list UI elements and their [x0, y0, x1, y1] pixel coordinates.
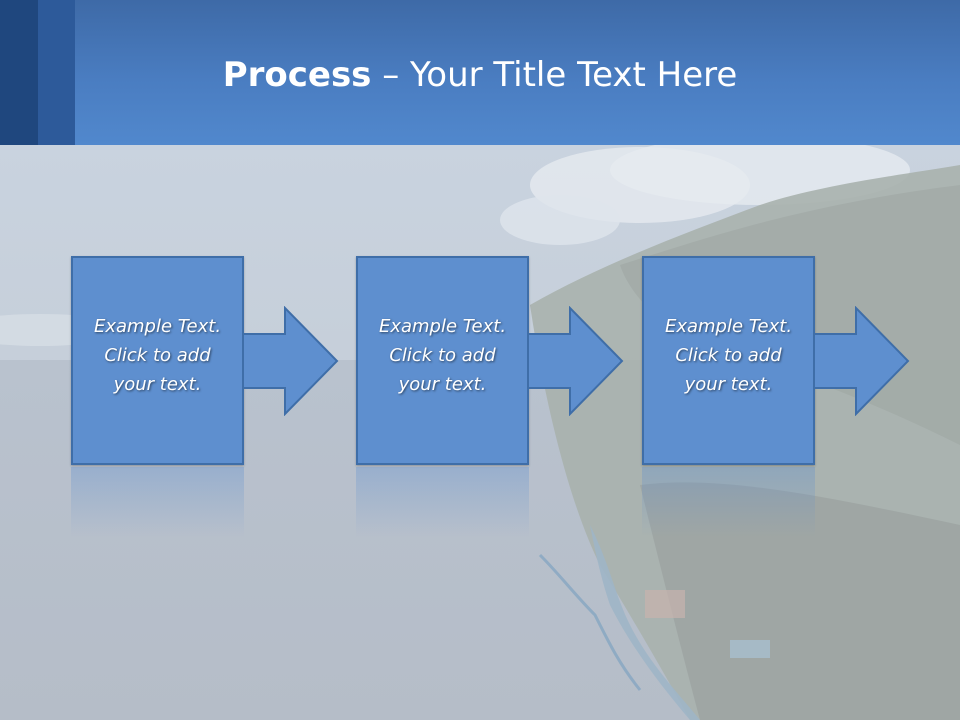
arrow-right-icon [243, 306, 339, 416]
step-text-line: Example Text. [93, 316, 222, 337]
arrow-right-icon [814, 306, 910, 416]
header-accent-bar [38, 0, 75, 145]
process-step-2-text: Example Text. Click to add your text. [358, 312, 527, 399]
arrow-right-icon [528, 306, 624, 416]
process-step-1[interactable]: Example Text. Click to add your text. [71, 256, 244, 465]
step-text-line: Click to add [104, 345, 211, 366]
step-text-line: Click to add [389, 345, 496, 366]
process-step-2-reflection [356, 467, 529, 537]
step-text-line: your text. [684, 374, 773, 395]
step-text-line: Click to add [675, 345, 782, 366]
process-step-3[interactable]: Example Text. Click to add your text. [642, 256, 815, 465]
step-text-line: Example Text. [378, 316, 507, 337]
header-accent-bar-dark [0, 0, 38, 145]
slide-title[interactable]: Process – Your Title Text Here [0, 52, 960, 98]
process-step-1-reflection [71, 467, 244, 537]
process-step-1-text: Example Text. Click to add your text. [73, 312, 242, 399]
step-text-line: your text. [398, 374, 487, 395]
process-step-3-reflection [642, 467, 815, 537]
step-text-line: your text. [113, 374, 202, 395]
process-step-2[interactable]: Example Text. Click to add your text. [356, 256, 529, 465]
process-step-3-text: Example Text. Click to add your text. [644, 312, 813, 399]
slide-title-rest: – Your Title Text Here [371, 55, 738, 95]
step-text-line: Example Text. [664, 316, 793, 337]
slide-title-bold: Process [222, 55, 372, 95]
title-header: Process – Your Title Text Here [0, 0, 960, 145]
